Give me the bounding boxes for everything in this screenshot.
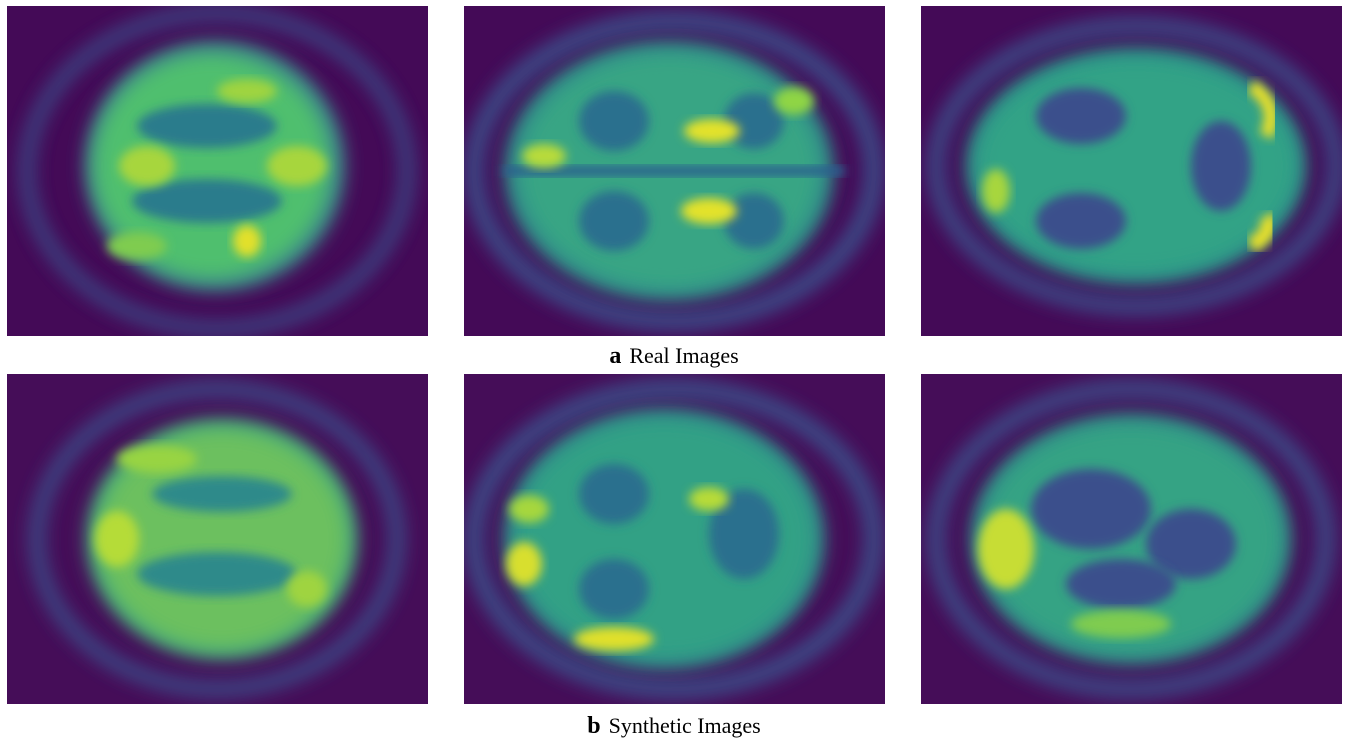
- synthetic-image-3: [921, 374, 1342, 704]
- caption-a-text: Real Images: [629, 343, 739, 368]
- caption-a-letter: a: [609, 343, 622, 369]
- synthetic-image-2: [464, 374, 885, 704]
- real-image-2: [464, 6, 885, 336]
- synthetic-image-1: [7, 374, 428, 704]
- real-image-1: [7, 6, 428, 336]
- caption-b: b Synthetic Images: [0, 713, 1348, 739]
- caption-a: a Real Images: [0, 343, 1348, 369]
- caption-b-text: Synthetic Images: [608, 713, 761, 738]
- real-image-3: [921, 6, 1342, 336]
- caption-b-letter: b: [587, 713, 601, 739]
